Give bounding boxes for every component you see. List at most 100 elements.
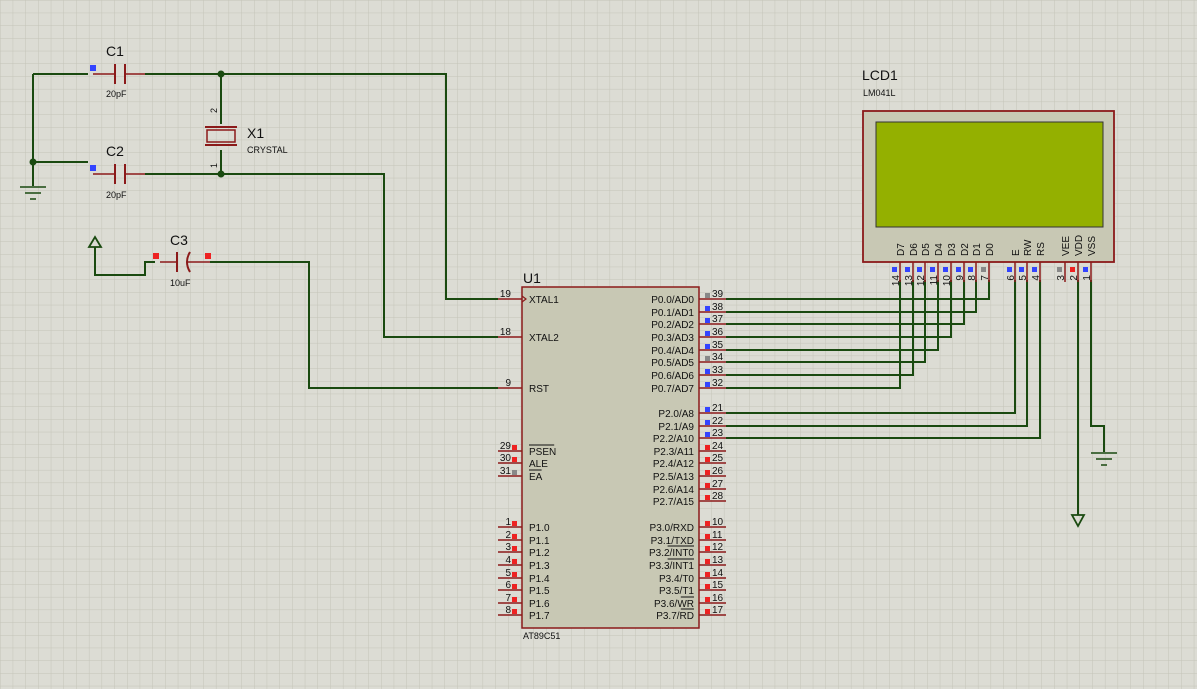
mcu-u1[interactable]: U1 AT89C51 19XTAL118XTAL29RST29PSEN30ALE… [498,270,726,641]
pin-marker [705,495,710,500]
mcu-pin-p1-0[interactable]: 1P1.0 [498,517,550,534]
wire-d2[interactable] [726,280,965,325]
lcd-pin-d2[interactable]: D29 [955,243,971,282]
wire-vcc-c3[interactable] [94,247,155,276]
wire-c3-rst[interactable] [210,261,498,389]
lcd-pin-rw[interactable]: RW5 [1018,239,1034,282]
wire-d1[interactable] [726,280,977,313]
crystal-x1[interactable]: 2 1 X1 CRYSTAL [205,108,288,168]
c2-ref: C2 [106,143,124,159]
ground-symbol-right[interactable] [1091,452,1117,466]
power-terminal-vcc[interactable] [87,235,103,248]
pin-name: P3.7/RD [656,611,694,622]
pin-number: 2 [505,530,511,541]
pin-number: 10 [712,517,724,528]
wire-c2-crystal-xtal2[interactable] [145,173,498,338]
mcu-pin-p1-6[interactable]: 7P1.6 [498,593,550,610]
pin-name: P0.4/AD4 [651,346,694,357]
lcd-lcd1[interactable]: LCD1 LM041L D714D613D512D411D310D29D18D0… [862,67,1115,286]
wire-d6[interactable] [726,280,914,376]
pin-name: P3.6/WR [654,599,694,610]
mcu-pin-p1-5[interactable]: 6P1.5 [498,580,550,597]
lcd-pin-d0[interactable]: D07 [980,243,996,282]
capacitor-c1[interactable]: C1 20pF [90,43,145,99]
mcu-pin-p1-1[interactable]: 2P1.1 [498,530,550,547]
wire-vss[interactable] [1090,280,1105,452]
lcd-pin-rs[interactable]: RS4 [1031,242,1047,282]
pin-name: EA [529,472,543,483]
capacitor-c2[interactable]: C2 20pF [90,143,145,200]
wire-d4[interactable] [726,280,939,351]
lcd-pin-e[interactable]: E6 [1006,249,1022,282]
mcu-pin-p1-3[interactable]: 4P1.3 [498,555,550,572]
ground-symbol-left[interactable] [20,186,46,200]
wires[interactable] [32,73,1105,515]
pin-name: P1.3 [529,561,550,572]
wire-d5[interactable] [726,280,926,363]
pin-marker [1032,267,1037,272]
pin-number: 14 [891,275,902,287]
mcu-body[interactable] [521,286,700,629]
capacitor-c3[interactable]: C3 10uF [153,232,211,288]
mcu-pin-p1-2[interactable]: 3P1.2 [498,542,550,559]
pin-name: P2.6/A14 [653,485,695,496]
mcu-pin-p1-4[interactable]: 5P1.4 [498,568,550,585]
pin-number: 7 [980,275,991,281]
wire-d3[interactable] [726,280,952,338]
wire-e[interactable] [726,280,1016,414]
wire-rw[interactable] [726,280,1028,427]
wire-d0[interactable] [726,280,990,300]
pin-number: 23 [712,428,724,439]
mcu-right-pins[interactable]: 39P0.0/AD038P0.1/AD137P0.2/AD236P0.3/AD3… [649,289,726,622]
crystal-value: CRYSTAL [247,145,288,155]
mcu-left-pins[interactable]: 19XTAL118XTAL29RST29PSEN30ALE31EA1P1.02P… [498,289,559,622]
lcd-pin-d1[interactable]: D18 [967,243,983,282]
wire-d7[interactable] [726,280,901,389]
pin-name: XTAL1 [529,295,559,306]
mcu-pin-p1-7[interactable]: 8P1.7 [498,605,550,622]
wire-rs[interactable] [726,280,1041,439]
wire-c1-crystal-xtal1[interactable] [145,73,498,300]
power-terminal-vdd[interactable] [1070,514,1086,528]
